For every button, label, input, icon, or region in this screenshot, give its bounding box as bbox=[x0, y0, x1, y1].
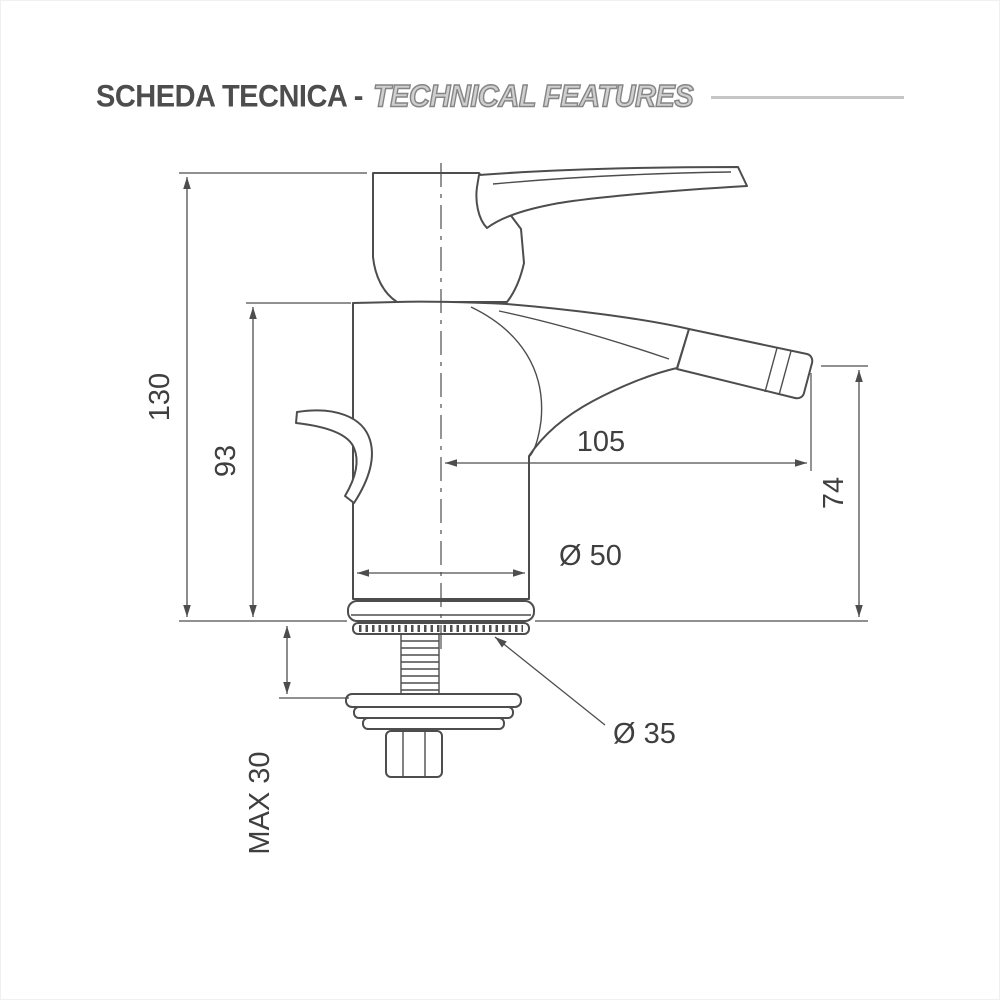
dim-max-thickness-label: MAX 30 bbox=[244, 751, 276, 854]
dim-total-height-label: 130 bbox=[144, 373, 176, 421]
dim-spout-outlet-height-label: 74 bbox=[818, 477, 850, 509]
extension-lines bbox=[179, 172, 868, 699]
dim-base-diameter-label: Ø 50 bbox=[559, 540, 622, 572]
dim-spout-reach-label: 105 bbox=[577, 426, 625, 458]
dimension-max-thickness: MAX 30 bbox=[244, 626, 291, 855]
dimension-body-height: 93 bbox=[210, 307, 257, 617]
dimension-mounting-hole: Ø 35 bbox=[494, 636, 676, 750]
nut-facet-lines bbox=[402, 732, 426, 776]
dimension-total-height: 130 bbox=[144, 177, 191, 617]
header-rule-line bbox=[711, 96, 904, 99]
dim-mounting-hole-label: Ø 35 bbox=[613, 718, 676, 750]
faucet-aerator-tip bbox=[676, 328, 814, 400]
faucet-cap bbox=[372, 172, 525, 303]
fixing-nut bbox=[385, 730, 443, 778]
sheet-header: SCHEDA TECNICA - TECHNICAL FEATURES bbox=[96, 79, 904, 115]
aerator-ring-lines bbox=[764, 347, 792, 396]
dimension-spout-outlet-height: 74 bbox=[818, 370, 863, 617]
dimension-base-diameter: Ø 50 bbox=[357, 540, 622, 577]
faucet-outline bbox=[295, 163, 814, 778]
dim-body-height-label: 93 bbox=[210, 445, 242, 477]
faucet-lever-handle bbox=[475, 166, 748, 229]
faucet-lever-accent-line bbox=[492, 171, 732, 185]
dimension-annotations: 130 93 105 74 Ø 50 bbox=[144, 172, 868, 855]
washer-disc-top bbox=[345, 693, 522, 708]
threaded-rod bbox=[400, 634, 440, 696]
washer-disc-bottom bbox=[362, 717, 505, 730]
dimension-spout-reach: 105 bbox=[445, 426, 807, 467]
spout-inner-curve bbox=[470, 306, 543, 458]
sheet-title-secondary: TECHNICAL FEATURES bbox=[372, 79, 694, 115]
side-hook-detail bbox=[295, 409, 373, 504]
sheet-title-primary: SCHEDA TECNICA - bbox=[96, 79, 363, 115]
washer-disc-middle bbox=[353, 706, 514, 719]
spout-upper-inner-curve bbox=[498, 310, 670, 360]
